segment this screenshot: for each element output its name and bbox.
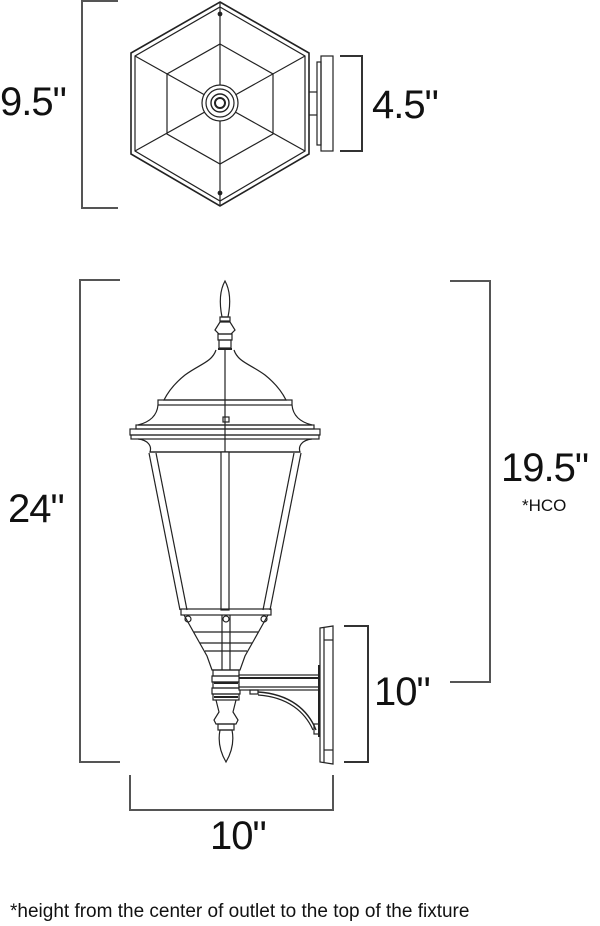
center-hub [201,84,239,122]
hco-note: *HCO [522,496,567,515]
extension-bracket [129,775,334,811]
top-width-label: 9.5" [0,80,67,124]
backplate-height-label: 10" [374,670,431,714]
top-backplate [309,55,334,152]
overall-height-bracket [79,279,120,763]
lantern-collar [211,669,241,701]
bottom-finial [213,699,239,764]
hco-bracket [450,280,491,683]
front-backplate [318,625,334,765]
front-view [79,279,491,811]
top-width-bracket [81,0,118,209]
top-backplate-bracket [340,55,363,152]
extension-label: 10" [210,814,267,858]
overall-height-label: 24" [8,487,65,531]
top-finial [214,279,236,350]
top-view [81,0,363,209]
backplate-height-bracket [344,625,369,763]
lantern-bottom-cage [183,614,269,671]
mounting-arm [238,674,321,735]
hco-height-label: 19.5" [501,446,589,490]
lantern-glass-frame [148,452,302,616]
footnote: *height from the center of outlet to the… [10,901,470,922]
top-backplate-label: 4.5" [372,83,439,127]
